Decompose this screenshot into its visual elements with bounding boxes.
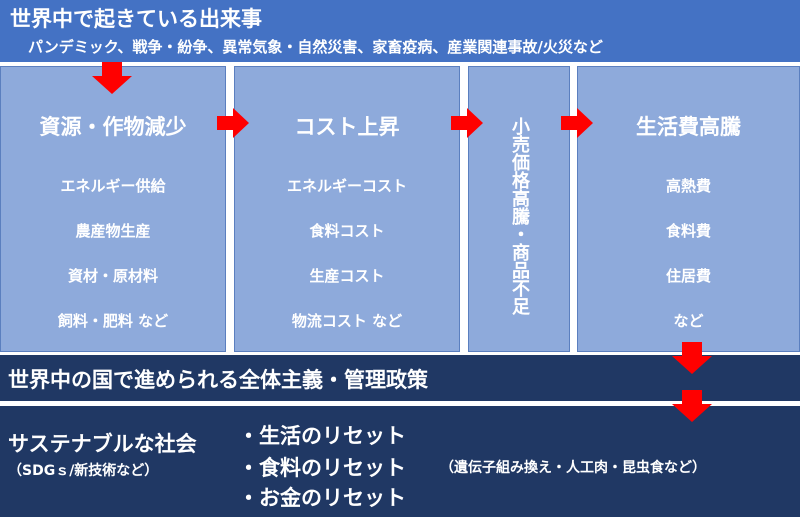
bottom-banner xyxy=(0,406,800,517)
food-note: （遺伝子組み換え・人工肉・昆虫食など） xyxy=(440,460,706,476)
arrow-down-icon xyxy=(92,62,132,94)
arrow-right-icon xyxy=(217,108,249,138)
box-retail: 小売価格高騰・商品不足 xyxy=(468,66,570,352)
box-item: 食料費 xyxy=(665,222,711,240)
header-subtitle: パンデミック、戦争・紛争、異常気象・自然災害、家畜疫病、産業関連事故/火災など xyxy=(28,38,603,56)
box-title: 生活費高騰 xyxy=(636,115,741,139)
box-item: 飼料・肥料 など xyxy=(57,312,169,330)
box-item: など xyxy=(673,312,704,330)
policy-banner xyxy=(0,355,800,401)
reset-item: ・食料のリセット xyxy=(238,456,406,480)
box-title: コスト上昇 xyxy=(294,115,400,139)
arrow-right-icon xyxy=(561,108,593,138)
box-item: 食料コスト xyxy=(309,222,385,240)
arrow-right-icon xyxy=(451,108,483,138)
header-title: 世界中で起きている出来事 xyxy=(10,7,262,31)
box-item: 資材・原材料 xyxy=(67,267,158,285)
policy-text: 世界中の国で進められる全体主義・管理政策 xyxy=(8,368,428,392)
box-item: エネルギー供給 xyxy=(60,177,166,195)
box-cost: コスト上昇 エネルギーコスト 食料コスト 生産コスト 物流コスト など xyxy=(234,66,460,352)
box-item: 物流コスト など xyxy=(291,312,403,330)
reset-item: ・お金のリセット xyxy=(238,486,406,510)
box-item: 住居費 xyxy=(665,267,711,285)
box-title: 資源・作物減少 xyxy=(39,115,187,139)
header-banner xyxy=(0,0,800,62)
box-item: 農産物生産 xyxy=(75,222,151,240)
box-item: 生産コスト xyxy=(309,267,385,285)
sustainable-title: サステナブルな社会 xyxy=(8,432,197,456)
arrow-down-icon xyxy=(672,390,712,422)
reset-item: ・生活のリセット xyxy=(238,424,406,448)
box-item: エネルギーコスト xyxy=(286,177,407,195)
arrow-down-icon xyxy=(672,342,712,374)
sustainable-note: （SDGｓ/新技術など） xyxy=(8,463,159,479)
box-living: 生活費高騰 高熱費 食料費 住居費 など xyxy=(577,66,800,352)
box-resources: 資源・作物減少 エネルギー供給 農産物生産 資材・原材料 飼料・肥料 など xyxy=(0,66,226,352)
box-title: 小売価格高騰・商品不足 xyxy=(509,117,530,315)
box-item: 高熱費 xyxy=(665,177,711,195)
